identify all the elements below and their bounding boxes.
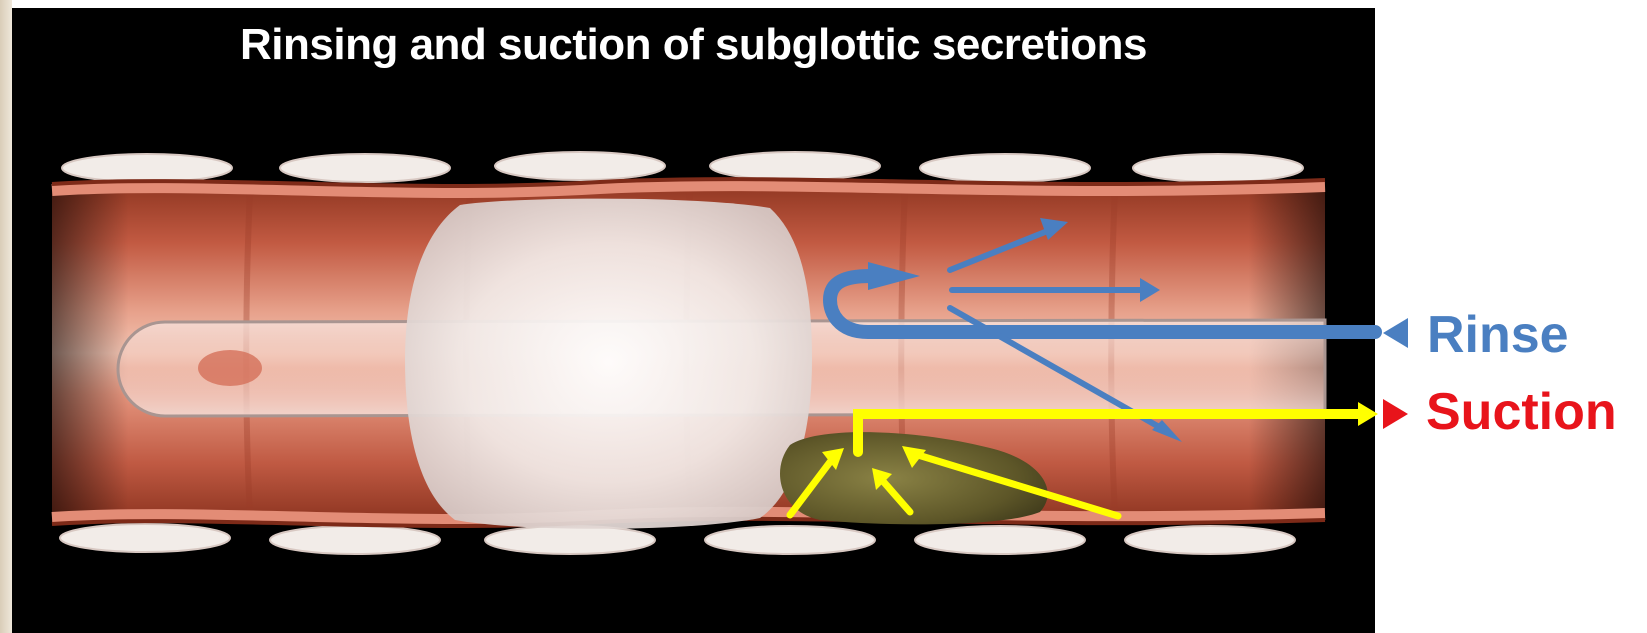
suction-marker-icon bbox=[1383, 399, 1408, 429]
cartilage-rings-bottom bbox=[60, 524, 1295, 554]
tube-cuff bbox=[405, 199, 812, 529]
suction-label: Suction bbox=[1426, 382, 1617, 442]
rinse-marker-icon bbox=[1383, 318, 1408, 348]
rinse-label: Rinse bbox=[1427, 305, 1569, 365]
tube-eye bbox=[198, 350, 262, 386]
